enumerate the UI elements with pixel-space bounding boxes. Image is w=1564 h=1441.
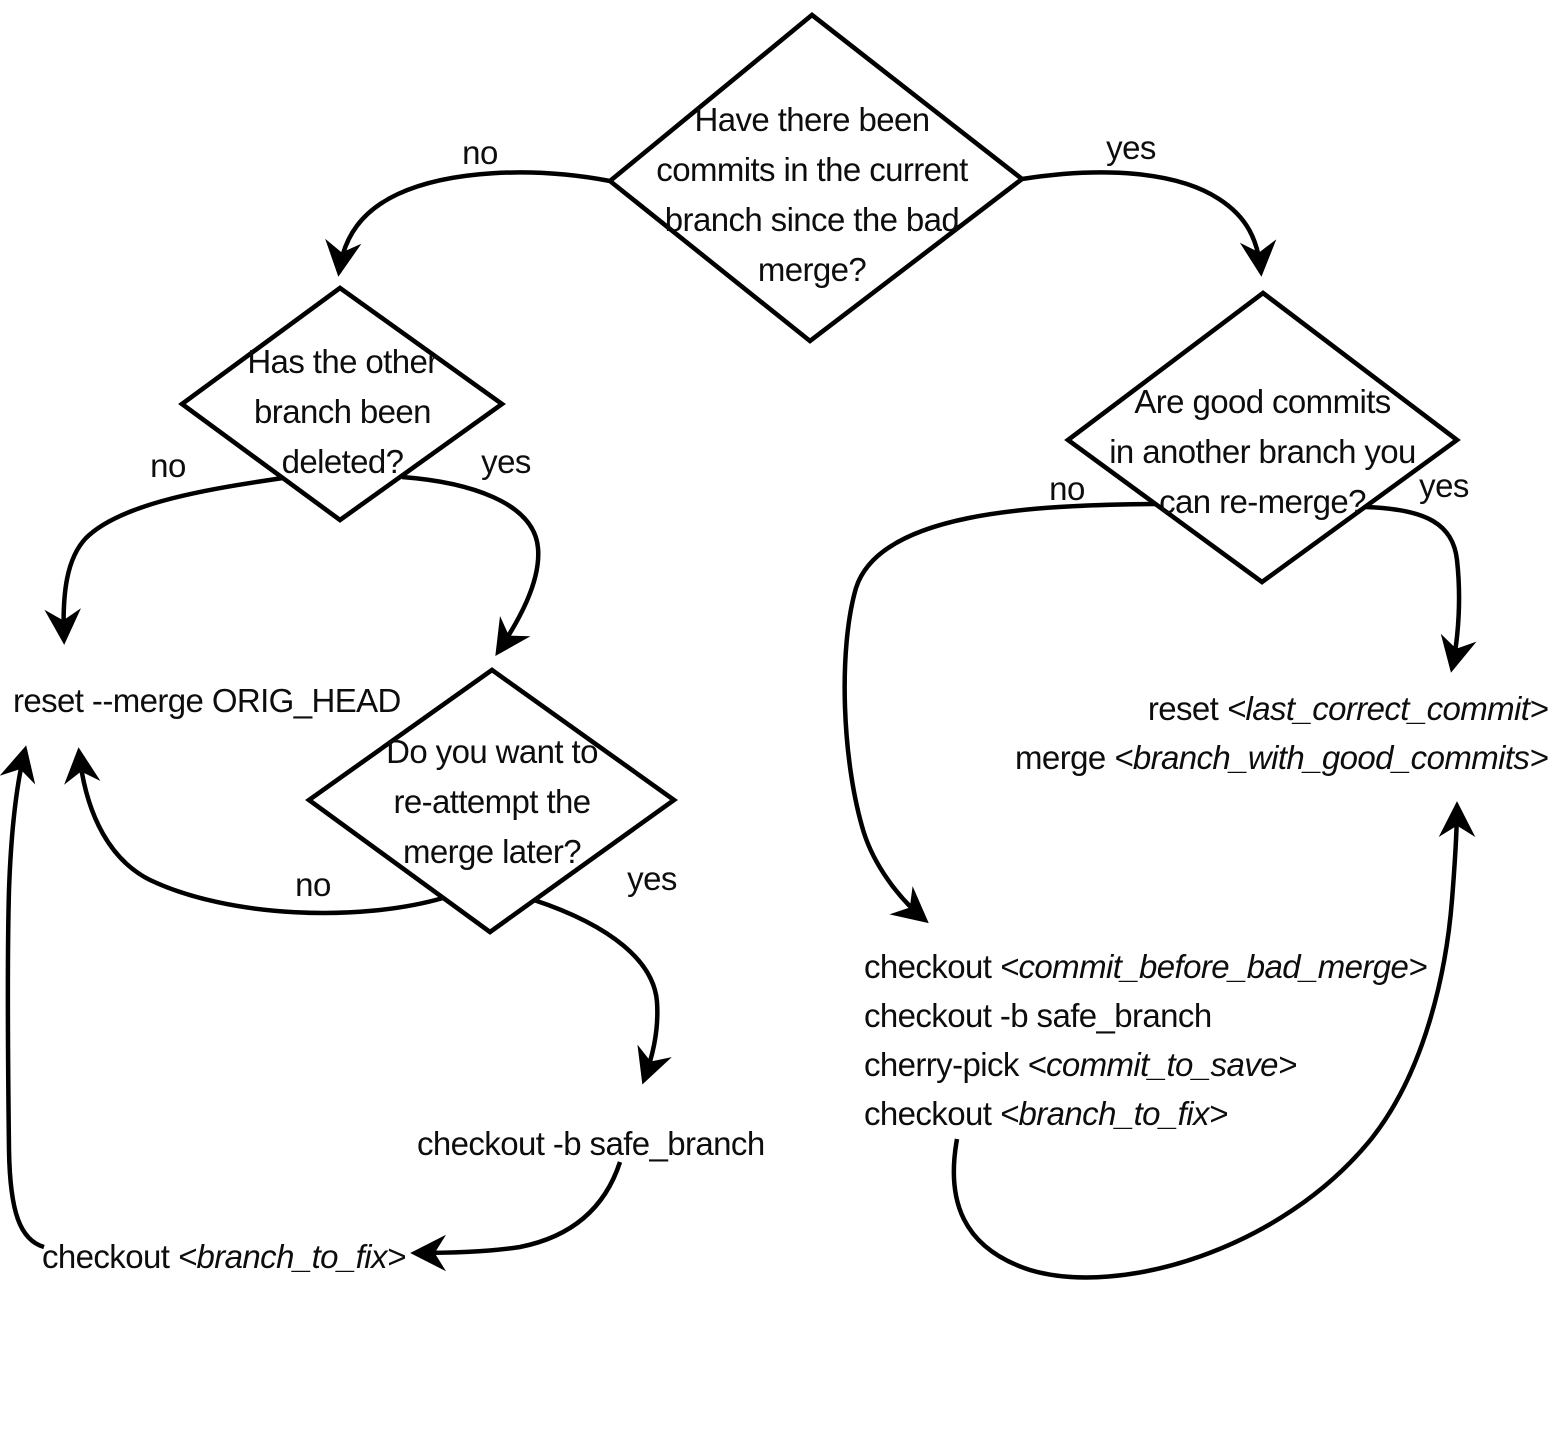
edge-label-good-no: no bbox=[1049, 470, 1085, 507]
action-reset-and-merge-good-branch: reset <last_correct_commit> merge <branc… bbox=[1015, 684, 1549, 782]
edge-label-reattempt-yes: yes bbox=[627, 860, 677, 897]
decision-line: deleted? bbox=[281, 443, 404, 480]
decision-text-commits-since-bad-merge: Have there been commits in the current b… bbox=[637, 95, 987, 295]
edge-good-yes-to-reset-merge-block bbox=[1364, 504, 1477, 673]
command-line: checkout -b safe_branch bbox=[864, 997, 1212, 1034]
decision-line: can re-merge? bbox=[1159, 483, 1366, 520]
edge-yes-to-good-commits-question bbox=[1021, 170, 1277, 277]
command-text: checkout bbox=[864, 1095, 1000, 1132]
decision-text-reattempt-merge-later: Do you want to re-attempt the merge late… bbox=[362, 727, 622, 877]
edge-deleted-no-to-reset-orig-head bbox=[44, 475, 284, 645]
edge-checkout-block-to-reset-merge-block bbox=[951, 801, 1476, 1280]
command-line: merge <branch_with_good_commits> bbox=[1015, 733, 1549, 782]
decision-line: Have there been bbox=[694, 101, 930, 138]
action-reset-merge-orig-head: reset --merge ORIG_HEAD bbox=[13, 682, 401, 719]
edge-reattempt-no-to-reset-orig-head bbox=[64, 747, 444, 916]
decision-reattempt-merge-later bbox=[305, 667, 678, 935]
decision-line: in another branch you bbox=[1109, 433, 1416, 470]
edge-good-no-to-checkout-block bbox=[842, 501, 1156, 924]
command-text: reset bbox=[1147, 690, 1227, 727]
decision-other-branch-deleted bbox=[178, 285, 506, 523]
action-checkout-branch-to-fix: checkout <branch_to_fix> bbox=[42, 1232, 406, 1281]
decision-line: merge later? bbox=[402, 833, 582, 870]
edge-label-top-yes: yes bbox=[1106, 129, 1156, 166]
decision-line: commits in the current bbox=[656, 151, 968, 188]
decision-text-good-commits-in-other-branch: Are good commits in another branch you c… bbox=[1090, 377, 1435, 527]
command-line: checkout <branch_to_fix> bbox=[864, 1089, 1427, 1138]
edge-safe-branch-to-branch-to-fix bbox=[410, 1161, 623, 1272]
decision-line: merge? bbox=[757, 251, 867, 288]
command-line: checkout <commit_before_bad_merge> bbox=[864, 942, 1428, 991]
edge-label-deleted-yes: yes bbox=[481, 443, 531, 480]
edge-no-to-deleted-question bbox=[325, 170, 611, 277]
command-text: checkout bbox=[864, 948, 1000, 985]
decision-line: Do you want to bbox=[386, 733, 598, 770]
edge-label-good-yes: yes bbox=[1419, 467, 1469, 504]
decision-good-commits-in-other-branch bbox=[1064, 290, 1461, 585]
action-cherry-pick-block: checkout <commit_before_bad_merge> check… bbox=[864, 942, 1428, 1138]
decision-commits-since-bad-merge bbox=[606, 12, 1026, 344]
decision-line: Are good commits bbox=[1134, 383, 1391, 420]
command-text: checkout bbox=[42, 1238, 178, 1275]
command-placeholder: <branch_to_fix> bbox=[177, 1238, 406, 1275]
action-checkout-safe-branch: checkout -b safe_branch bbox=[417, 1125, 765, 1162]
decision-line: branch since the bad bbox=[664, 201, 960, 238]
edge-label-top-no: no bbox=[462, 134, 498, 171]
command-placeholder: <last_correct_commit> bbox=[1226, 690, 1549, 727]
command-placeholder: <commit_before_bad_merge> bbox=[999, 948, 1428, 985]
command-placeholder: <branch_with_good_commits> bbox=[1114, 739, 1548, 776]
command-text: cherry-pick bbox=[864, 1046, 1028, 1083]
command-placeholder: <commit_to_save> bbox=[1027, 1046, 1297, 1083]
edge-branch-to-fix-to-reset-orig-head bbox=[0, 745, 45, 1250]
command-line: cherry-pick <commit_to_save> bbox=[864, 1040, 1427, 1089]
command-text: merge bbox=[1015, 739, 1115, 776]
decision-line: re-attempt the bbox=[393, 783, 591, 820]
edge-label-deleted-no: no bbox=[150, 447, 186, 484]
decision-line: Has the other bbox=[247, 343, 438, 380]
command-placeholder: <branch_to_fix> bbox=[999, 1095, 1228, 1132]
decision-line: branch been bbox=[254, 393, 431, 430]
edge-label-reattempt-no: no bbox=[295, 866, 331, 903]
decision-text-other-branch-deleted: Has the other branch been deleted? bbox=[215, 337, 470, 487]
edge-reattempt-yes-to-safe-branch bbox=[533, 897, 672, 1085]
edge-deleted-yes-to-reattempt-question bbox=[401, 474, 541, 657]
command-line: reset <last_correct_commit> bbox=[1015, 684, 1549, 733]
